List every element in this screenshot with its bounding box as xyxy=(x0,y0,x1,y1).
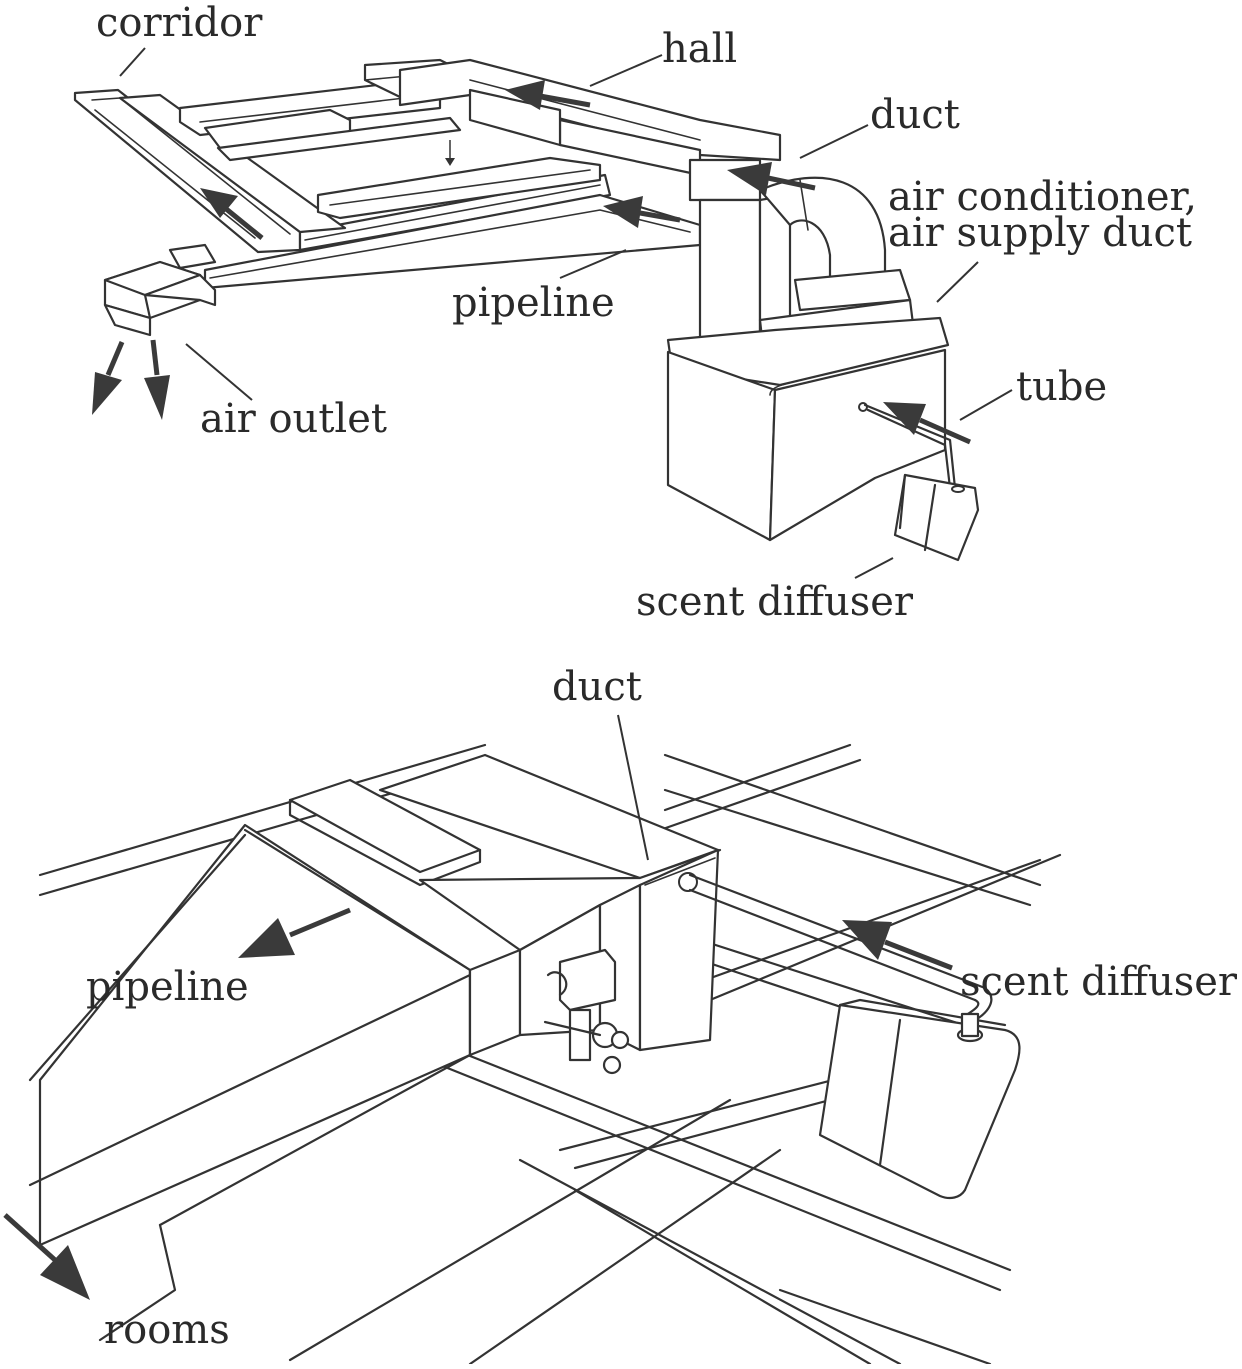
label-air-conditioner: air conditioner, xyxy=(888,174,1197,220)
small-flow-arrow xyxy=(445,140,455,166)
top-diagram: corridor hall duct air conditioner, air … xyxy=(73,0,1197,625)
top-scent-diffuser xyxy=(893,473,980,562)
label-scent-diffuser: scent diffuser xyxy=(636,579,914,625)
leader-tube xyxy=(959,389,1013,421)
label-tube: tube xyxy=(1016,364,1107,410)
label-hall: hall xyxy=(662,26,737,72)
label-bottom-pipeline: pipeline xyxy=(86,964,249,1010)
air-outlet-box xyxy=(103,260,217,337)
leader-duct xyxy=(799,124,869,159)
label-bottom-duct: duct xyxy=(552,664,642,710)
flow-arrow-hall xyxy=(505,80,591,110)
air-conditioner-unit xyxy=(666,316,950,542)
label-air-outlet: air outlet xyxy=(200,396,387,442)
label-air-supply-duct: air supply duct xyxy=(888,210,1192,256)
flow-arrow-corridor xyxy=(200,188,264,240)
label-pipeline: pipeline xyxy=(452,280,615,326)
flow-arrow-bottom-diffuser xyxy=(842,920,953,971)
label-bottom-scent-diffuser: scent diffuser xyxy=(960,959,1238,1005)
bottom-pipeline xyxy=(28,823,522,1342)
flow-arrow-outlet-2 xyxy=(144,339,170,420)
leader-scent-diffuser xyxy=(854,557,894,579)
label-corridor: corridor xyxy=(96,0,263,46)
bottom-scent-diffuser xyxy=(818,998,1021,1200)
flow-arrow-tube xyxy=(883,402,972,445)
leader-hall xyxy=(589,54,663,87)
top-tube xyxy=(863,403,957,490)
bottom-clamp xyxy=(543,948,630,1075)
leader-corridor xyxy=(119,47,146,77)
leader-air-outlet xyxy=(185,343,253,401)
flow-arrow-pipeline xyxy=(603,196,681,228)
leader-pipeline xyxy=(559,249,627,279)
bottom-diagram: duct pipeline scent diffuser rooms xyxy=(3,664,1238,1366)
label-rooms: rooms xyxy=(104,1307,230,1353)
flow-arrow-duct xyxy=(727,162,816,195)
label-duct: duct xyxy=(870,92,960,138)
flow-arrow-rooms xyxy=(3,1213,90,1300)
hall-duct xyxy=(398,58,782,177)
leader-air-conditioner xyxy=(936,261,979,303)
flow-arrow-bottom-pipeline xyxy=(238,907,351,958)
leader-bottom-duct xyxy=(617,714,649,861)
bottom-tube xyxy=(688,873,993,1022)
flow-arrow-outlet-1 xyxy=(92,341,125,415)
